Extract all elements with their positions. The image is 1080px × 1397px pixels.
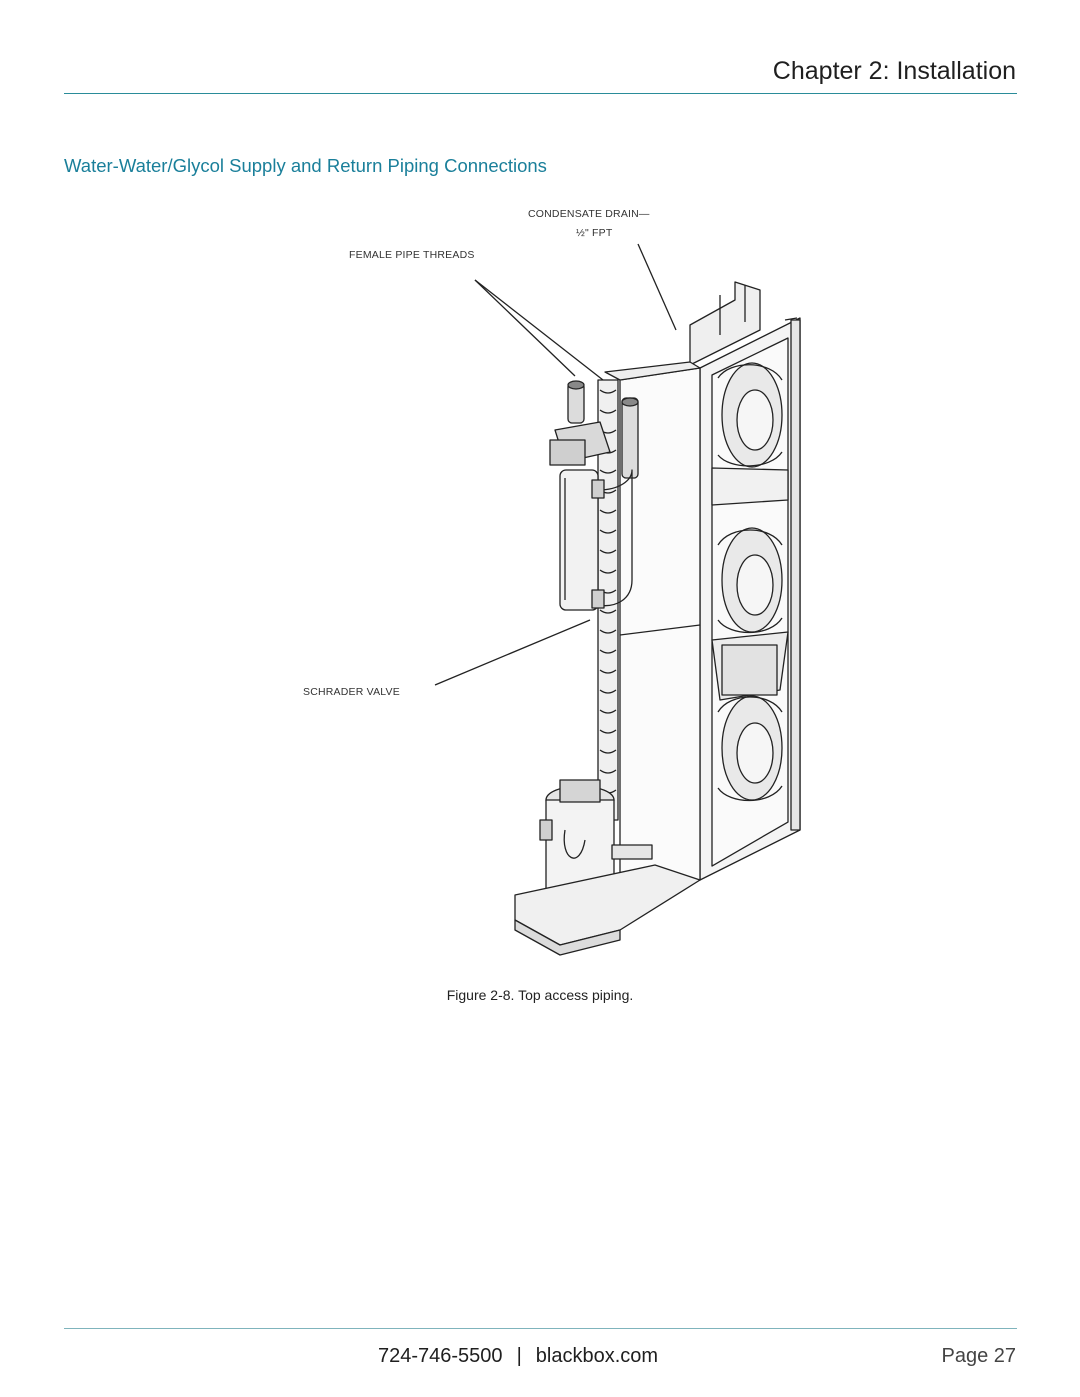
female-pipe-fitting-left	[567, 380, 585, 424]
header-rule	[64, 93, 1017, 94]
footer-contact: 724-746-5500 | blackbox.com	[378, 1345, 658, 1368]
callout-schrader-valve: SCHRADER VALVE	[303, 686, 400, 698]
page-number: Page 27	[941, 1345, 1016, 1367]
callout-female-pipe-threads: FEMALE PIPE THREADS	[349, 249, 475, 261]
footer-phone: 724-746-5500	[378, 1345, 503, 1367]
blower-3	[717, 695, 783, 802]
footer-separator: |	[516, 1345, 522, 1367]
blower-2	[717, 527, 783, 634]
callout-condensate-fpt: ½" FPT	[576, 227, 613, 239]
chapter-title: Chapter 2: Installation	[772, 57, 1016, 85]
female-pipe-fitting-right	[621, 397, 639, 479]
callout-condensate-drain: CONDENSATE DRAIN—	[528, 208, 650, 220]
section-heading: Water-Water/Glycol Supply and Return Pip…	[64, 155, 547, 176]
footer-rule	[64, 1328, 1017, 1329]
blower-1	[717, 362, 783, 468]
footer-website-link[interactable]: blackbox.com	[535, 1345, 659, 1367]
figure-caption: Figure 2-8. Top access piping.	[446, 987, 634, 1003]
